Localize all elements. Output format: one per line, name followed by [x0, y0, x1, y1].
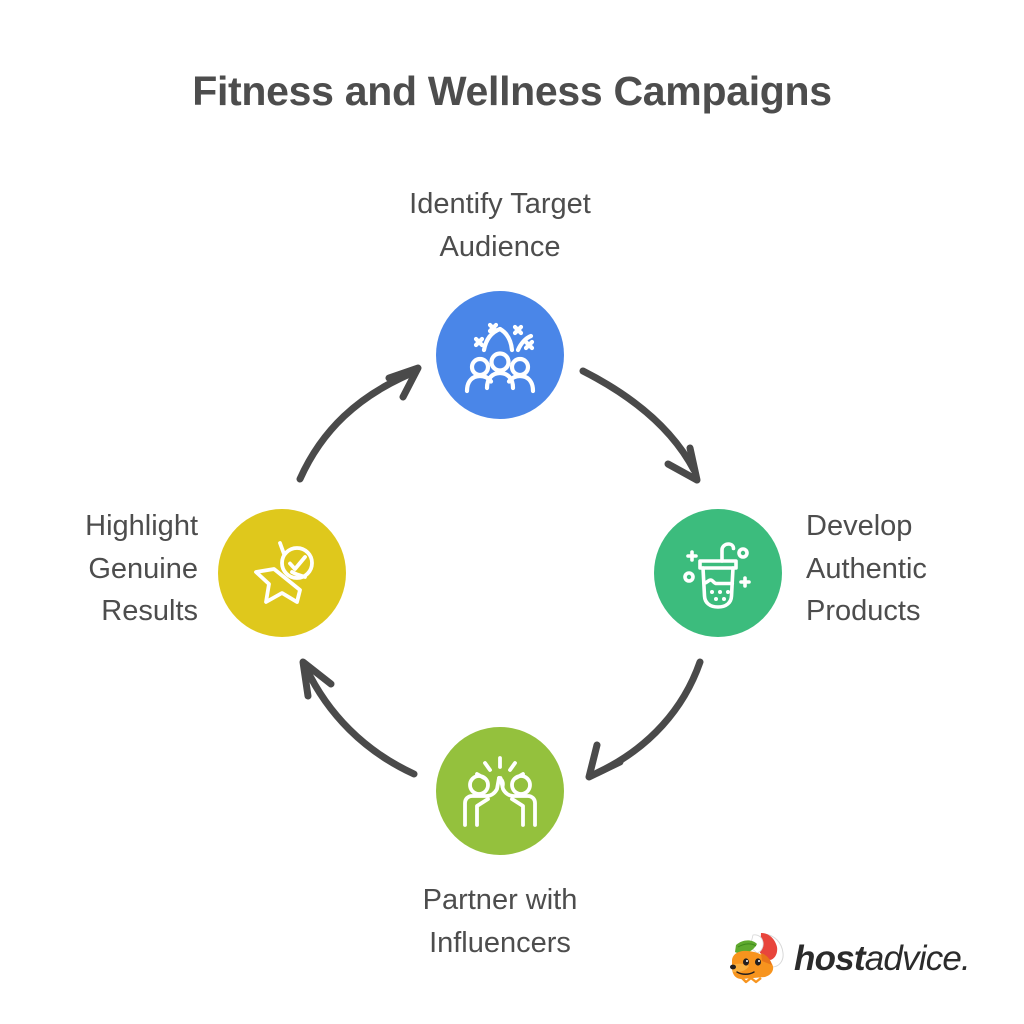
high-five-icon: [463, 756, 537, 827]
arrow-right-to-bottom: [585, 658, 704, 781]
cycle-label-develop-authentic-products: Develop Authentic Products: [806, 510, 927, 628]
arrow-top-to-right: [579, 367, 701, 484]
page-title: Fitness and Wellness Campaigns: [192, 68, 832, 114]
smoothie-cup-icon: [683, 542, 751, 609]
logo-text-host: host: [794, 939, 865, 978]
arrow-bottom-to-left: [299, 658, 418, 778]
crowd-confetti-icon: [464, 322, 536, 394]
cycle-label-partner-with-influencers: Partner with Influencers: [422, 884, 578, 959]
cycle-label-identify-target-audience: Identify Target Audience: [409, 188, 591, 263]
cycle-node-highlight-genuine-results[interactable]: [218, 509, 346, 637]
hostadvice-logo[interactable]: hostadvice.: [728, 928, 984, 990]
cycle-node-identify-target-audience[interactable]: [436, 291, 564, 419]
cycle-node-partner-with-influencers[interactable]: [436, 727, 564, 855]
logo-text-advice: advice.: [864, 939, 971, 978]
arrow-left-to-top: [296, 364, 422, 483]
cycle-label-highlight-genuine-results: Highlight Genuine Results: [85, 510, 198, 628]
hostadvice-wordmark: hostadvice.: [794, 939, 971, 979]
fox-mascot-icon: [730, 933, 784, 984]
star-check-icon: [254, 541, 314, 604]
cycle-node-develop-authentic-products[interactable]: [654, 509, 782, 637]
